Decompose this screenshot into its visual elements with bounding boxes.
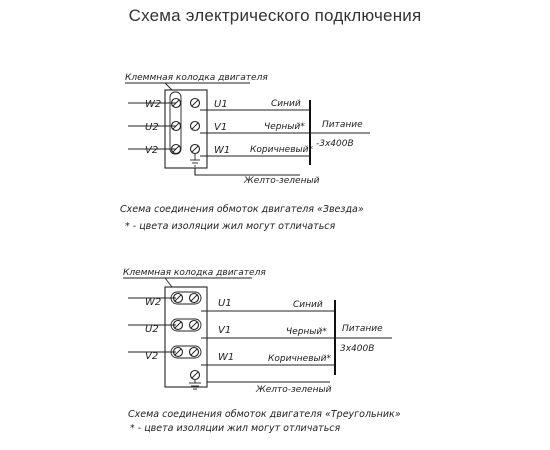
delta-ground-screw [189,369,201,381]
star-terminal-u2-screw [170,120,182,132]
star-terminal-right-3: W1 [214,145,230,156]
page-title: Схема электрического подключения [128,6,422,25]
star-wire-color-1: Синий [271,99,301,109]
star-block-label-leader [164,82,173,91]
star-terminal-left-1: W2 [145,99,161,110]
delta-wire-color-1: Синий [293,300,323,310]
star-screw-slot [172,99,180,107]
star-terminal-w2-screw [170,97,182,109]
delta-terminal-right-1: U1 [218,298,232,309]
delta-screw-slot [190,348,198,356]
delta-terminal-u2-screw [172,319,184,331]
star-terminal-block [164,89,208,169]
delta-screw-slot [174,321,182,329]
delta-diagram: Клеммная колодка двигателя [123,268,401,434]
star-terminal-left-2: U2 [145,122,159,133]
delta-supply-voltage: 3x400В [340,344,374,354]
delta-terminal-u1-screw [188,292,200,304]
delta-jumper-3 [170,345,202,359]
star-terminal-right-1: U1 [214,99,228,110]
delta-note: * - цвета изоляции жил могут отличаться [130,423,341,434]
delta-wire-color-3: Коричневый* [268,354,331,364]
delta-terminal-v1-screw [188,319,200,331]
delta-screw-slot [174,348,182,356]
star-screw-slot [172,145,180,153]
star-diagram: Клеммная колодка двигателя W2 U2 [120,73,370,232]
star-ground-wire-label: Желто-зеленый [243,176,320,186]
star-wire-color-3: Коричневый* [250,145,313,155]
star-note: * - цвета изоляции жил могут отличаться [125,221,336,232]
star-terminal-w1-screw [189,143,201,155]
delta-terminal-left-1: W2 [145,297,161,308]
star-terminal-right-2: V1 [214,122,227,133]
delta-terminal-left-3: V2 [145,351,158,362]
delta-screw-slot [191,371,199,379]
star-terminal-v1-screw [189,120,201,132]
delta-caption: Схема соединения обмоток двигателя «Треу… [128,409,401,420]
delta-supply-label: Питание [342,324,383,334]
star-terminal-v2-screw [170,143,182,155]
delta-terminal-v2-screw [172,346,184,358]
delta-ground-wire-label: Желто-зеленый [255,385,332,395]
star-ground-wire [194,168,300,176]
delta-terminal-w1-screw [188,346,200,358]
delta-terminal-block [164,286,208,388]
delta-terminal-right-2: V1 [218,325,231,336]
star-block-label: Клеммная колодка двигателя [125,73,268,83]
delta-terminal-left-2: U2 [145,324,159,335]
delta-block-label: Клеммная колодка двигателя [123,268,266,278]
star-screw-slot [191,122,199,130]
star-terminal-left-3: V2 [145,145,158,156]
star-screw-slot [172,122,180,130]
delta-terminal-w2-screw [172,292,184,304]
delta-terminal-right-3: W1 [218,352,234,363]
star-screw-slot [191,145,199,153]
star-supply-voltage: -3x400В [316,139,354,149]
star-wire-color-2: Черный* [264,122,305,132]
delta-screw-slot [190,294,198,302]
delta-block-label-leader [164,277,173,288]
delta-jumper-1 [170,291,202,305]
star-caption: Схема соединения обмоток двигателя «Звез… [120,204,364,215]
delta-screw-slot [174,294,182,302]
delta-wire-color-2: Черный* [286,327,327,337]
star-screw-slot [191,99,199,107]
star-supply-label: Питание [322,120,363,130]
delta-jumper-2 [170,318,202,332]
delta-screw-slot [190,321,198,329]
star-terminal-u1-screw [189,97,201,109]
